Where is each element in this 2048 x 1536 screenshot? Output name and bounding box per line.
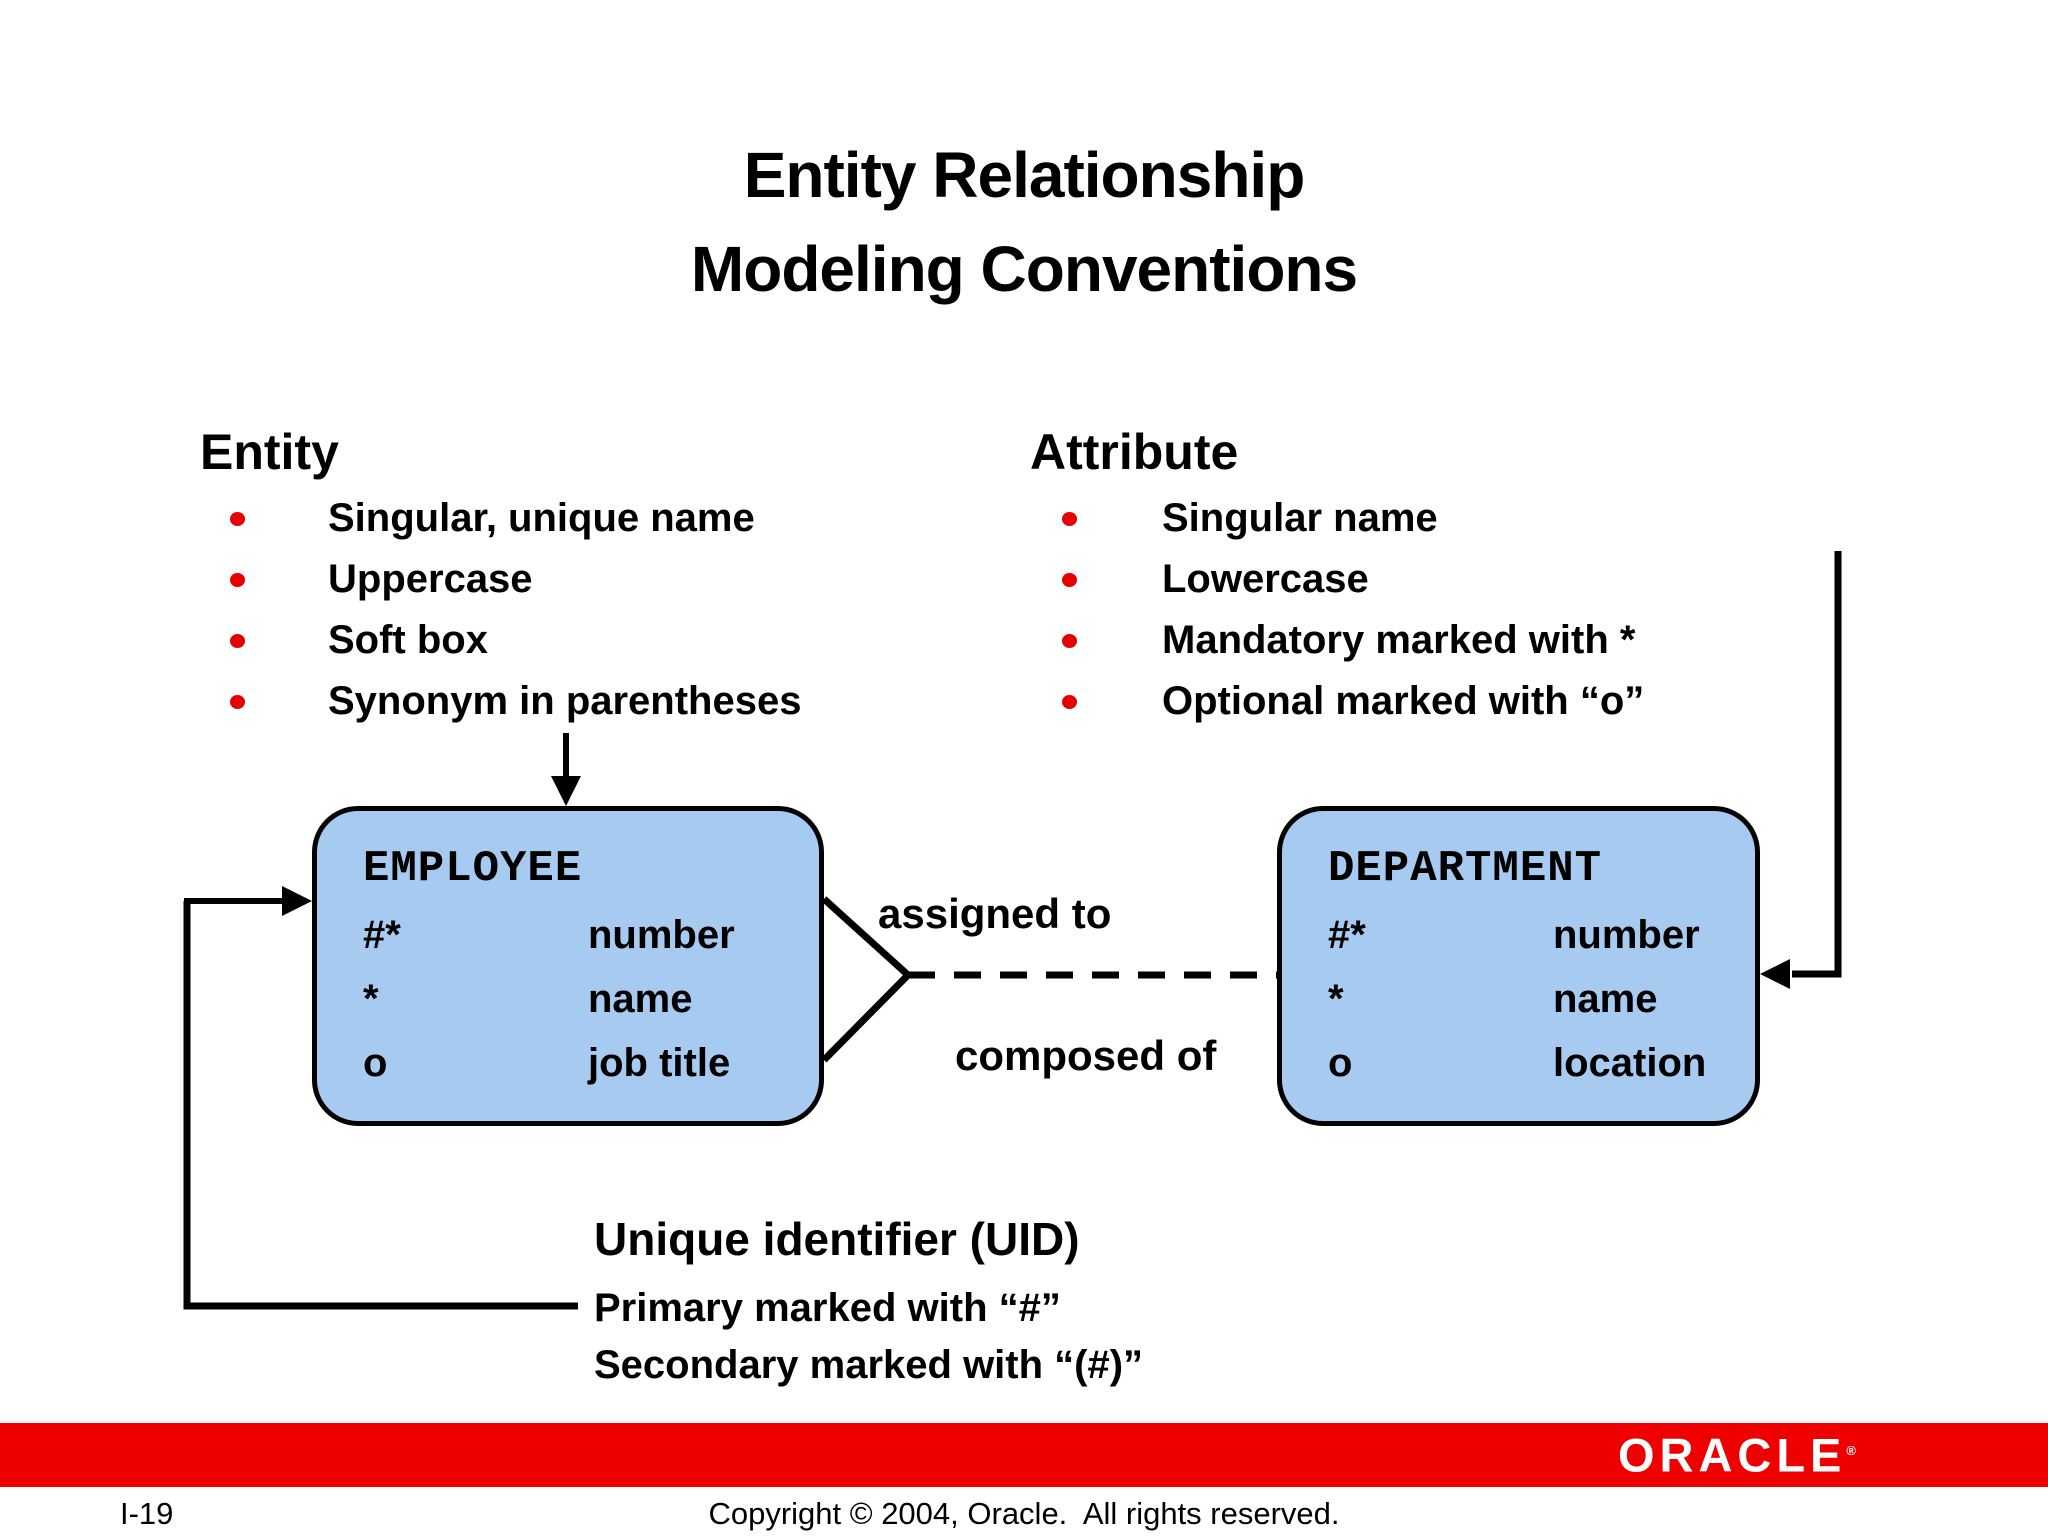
oracle-logo: ORACLE®: [1618, 1428, 1856, 1483]
bullet-dot-icon: [1062, 511, 1077, 526]
oracle-logo-text: ORACLE: [1617, 1428, 1847, 1482]
employee-entity-box: EMPLOYEE #* number * name o job title: [312, 806, 824, 1126]
bullet-label: Uppercase: [328, 557, 533, 601]
bullet-label: Synonym in parentheses: [328, 679, 802, 723]
arrow-right-icon: [282, 886, 312, 916]
attribute-name: number: [588, 912, 735, 957]
attribute-marker: *: [363, 976, 379, 1021]
uid-heading: Unique identifier (UID): [594, 1213, 1080, 1265]
slide-title: Entity Relationship Modeling Conventions: [0, 128, 2048, 316]
list-item: Uppercase: [150, 549, 801, 610]
uid-note: Unique identifier (UID) Primary marked w…: [594, 1210, 1143, 1394]
relationship-label-top: assigned to: [878, 890, 1112, 937]
attribute-marker: o: [363, 1040, 388, 1085]
attribute-name: number: [1553, 912, 1700, 957]
bullet-label: Singular name: [1162, 496, 1438, 540]
arrow-left-icon: [1760, 959, 1790, 989]
attribute-row: o location: [1328, 1031, 1755, 1095]
attribute-marker: *: [1328, 976, 1344, 1021]
bullet-dot-icon: [1062, 572, 1077, 587]
list-item: Singular name: [1030, 488, 1644, 549]
bullet-dot-icon: [1062, 633, 1077, 648]
bullet-label: Singular, unique name: [328, 496, 755, 540]
uid-primary-line: Primary marked with “#”: [594, 1286, 1061, 1330]
attribute-name: name: [588, 976, 693, 1021]
arrow-down-icon: [551, 776, 581, 806]
list-item: Synonym in parentheses: [150, 671, 801, 732]
attribute-row: * name: [1328, 967, 1755, 1031]
attribute-name: name: [1553, 976, 1658, 1021]
attribute-marker: #*: [363, 912, 401, 957]
entity-name: EMPLOYEE: [363, 844, 583, 894]
attribute-heading: Attribute: [1030, 424, 1239, 480]
entity-name: DEPARTMENT: [1328, 844, 1603, 894]
attribute-name: job title: [588, 1040, 731, 1085]
list-item: Optional marked with “o”: [1030, 671, 1644, 732]
list-item: Soft box: [150, 610, 801, 671]
attribute-row: o job title: [363, 1031, 819, 1095]
slide-title-line2: Modeling Conventions: [690, 233, 1358, 305]
entity-heading: Entity: [200, 424, 339, 480]
bullet-dot-icon: [230, 511, 245, 526]
list-item: Mandatory marked with *: [1030, 610, 1644, 671]
attribute-marker: o: [1328, 1040, 1353, 1085]
copyright-text: Copyright © 2004, Oracle. All rights res…: [708, 1496, 1340, 1531]
bullet-dot-icon: [230, 694, 245, 709]
crow-foot-prong-bottom: [821, 972, 911, 1063]
attribute-row: #* number: [363, 903, 819, 967]
relationship-label-bottom: composed of: [955, 1032, 1217, 1079]
bullet-label: Optional marked with “o”: [1162, 679, 1645, 723]
page-number: I-19: [120, 1496, 174, 1531]
uid-secondary-line: Secondary marked with “(#)”: [594, 1343, 1144, 1387]
attribute-row: * name: [363, 967, 819, 1031]
bullet-label: Soft box: [328, 618, 488, 662]
attribute-bullet-list: Singular name Lowercase Mandatory marked…: [1030, 488, 1644, 732]
attribute-row: #* number: [1328, 903, 1755, 967]
bullet-dot-icon: [230, 572, 245, 587]
slide-title-line1: Entity Relationship: [743, 139, 1306, 211]
department-entity-box: DEPARTMENT #* number * name o location: [1277, 806, 1760, 1126]
attribute-name: location: [1553, 1040, 1707, 1085]
registered-trademark-icon: ®: [1846, 1442, 1856, 1458]
entity-bullet-list: Singular, unique name Uppercase Soft box…: [150, 488, 801, 732]
bullet-dot-icon: [1062, 694, 1077, 709]
list-item: Lowercase: [1030, 549, 1644, 610]
bullet-dot-icon: [230, 633, 245, 648]
bullet-label: Lowercase: [1162, 557, 1369, 601]
list-item: Singular, unique name: [150, 488, 801, 549]
bullet-label: Mandatory marked with *: [1162, 618, 1636, 662]
crow-foot-prong-top: [821, 896, 911, 978]
attribute-pointer-line: [1792, 551, 1842, 978]
uid-pointer-line: [183, 901, 578, 1310]
attribute-marker: #*: [1328, 912, 1366, 957]
footer-red-bar: ORACLE®: [0, 1423, 2048, 1487]
